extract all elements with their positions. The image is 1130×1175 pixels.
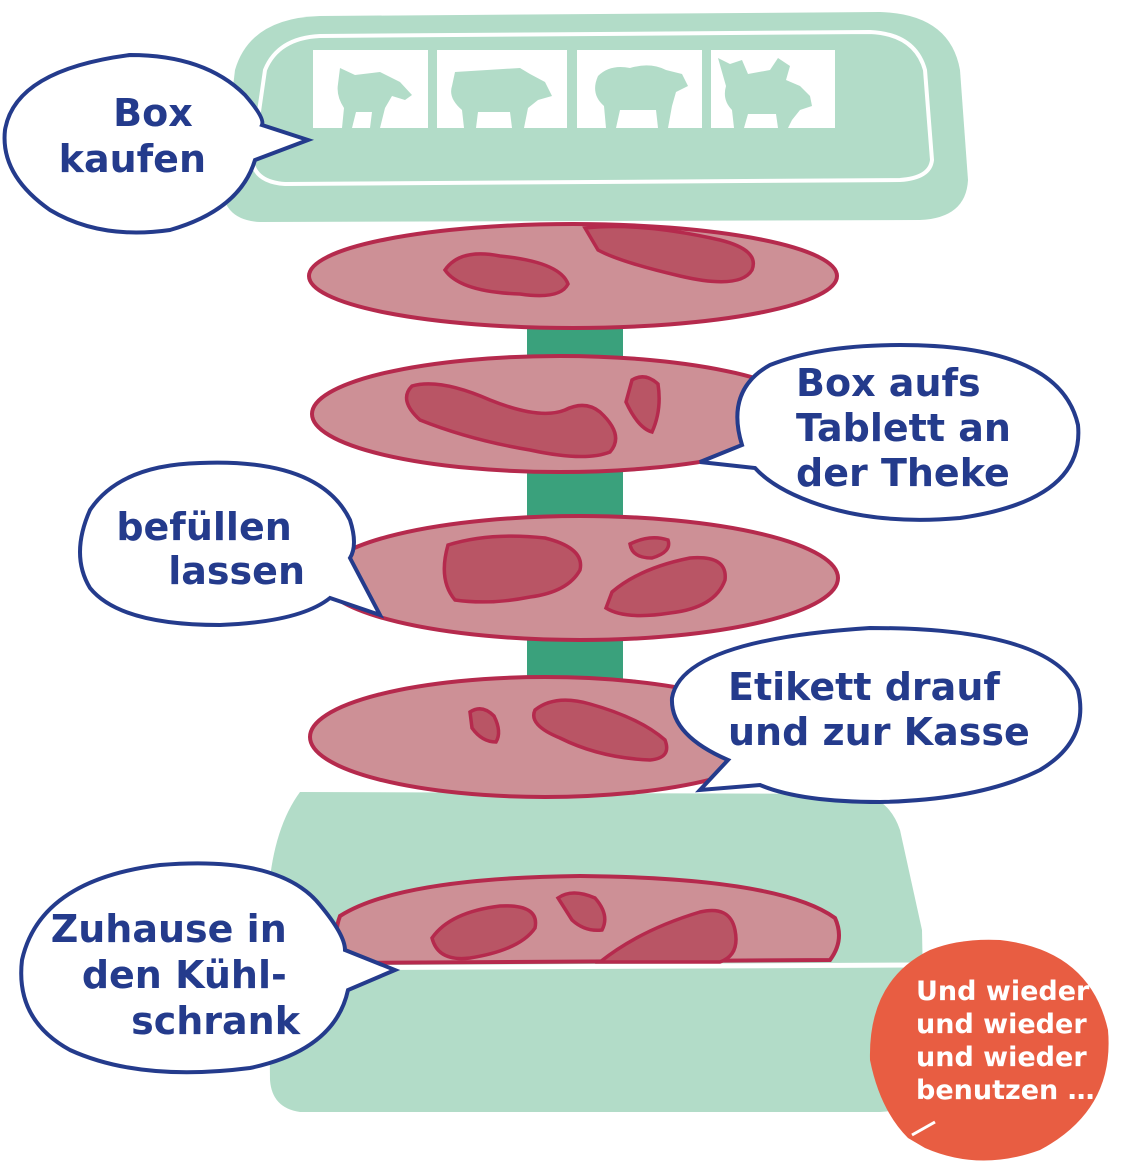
label-checkout-line-1: Etikett drauf	[728, 665, 1000, 709]
meat-slice-2	[310, 354, 810, 474]
fill-line-2: lassen	[168, 549, 305, 593]
reuse-line-4: benutzen …	[916, 1075, 1095, 1106]
tray-counter-line-2: Tablett an	[796, 406, 1011, 450]
pig-icon	[451, 68, 552, 128]
fridge-line-1: Zuhause in	[51, 907, 287, 951]
badge-tick	[911, 1120, 936, 1137]
fill-line-1: befüllen	[116, 505, 291, 549]
fridge-line-2: den Kühl-	[82, 953, 287, 997]
fridge-label: Zuhause in den Kühl- schrank	[51, 907, 301, 1043]
tray-counter-line-3: der Theke	[796, 451, 1010, 495]
lid-inner-outline	[249, 29, 935, 187]
bubble-tray-counter: Box aufs Tablett an der Theke	[699, 342, 1081, 522]
tray-counter-line-1: Box aufs	[796, 361, 981, 405]
bubble-label-checkout: Etikett drauf und zur Kasse	[669, 625, 1083, 805]
label-checkout-line-2: und zur Kasse	[728, 710, 1030, 754]
sheep-icon	[595, 65, 688, 128]
buy-box-line-2: kaufen	[59, 137, 206, 181]
meat-slice-4	[308, 675, 782, 799]
buy-box-line-1: Box	[113, 91, 193, 135]
reuse-line-3: und wieder	[916, 1042, 1087, 1073]
reuse-line-2: und wieder	[916, 1009, 1087, 1040]
fridge-line-3: schrank	[131, 999, 301, 1043]
bubble-buy-box: Box kaufen	[2, 52, 315, 235]
meat-slice-3	[320, 514, 840, 642]
bubble-fridge: Zuhause in den Kühl- schrank	[19, 861, 401, 1075]
bubble-fill: befüllen lassen	[78, 460, 385, 628]
reuse-badge-label: Und wieder und wieder und wieder benutze…	[916, 976, 1099, 1106]
meat-slice-1	[307, 222, 839, 330]
tray-counter-label: Box aufs Tablett an der Theke	[796, 361, 1024, 495]
meat-slice-5-in-tray	[334, 873, 841, 966]
reuse-line-1: Und wieder	[916, 976, 1090, 1007]
label-checkout-label: Etikett drauf und zur Kasse	[728, 665, 1030, 754]
buy-box-label: Box kaufen	[59, 91, 206, 181]
deer-icon	[718, 58, 812, 128]
box-lid	[221, 12, 968, 222]
reuse-badge: Und wieder und wieder und wieder benutze…	[869, 939, 1109, 1161]
cow-icon	[337, 68, 412, 128]
fill-label: befüllen lassen	[116, 505, 305, 593]
